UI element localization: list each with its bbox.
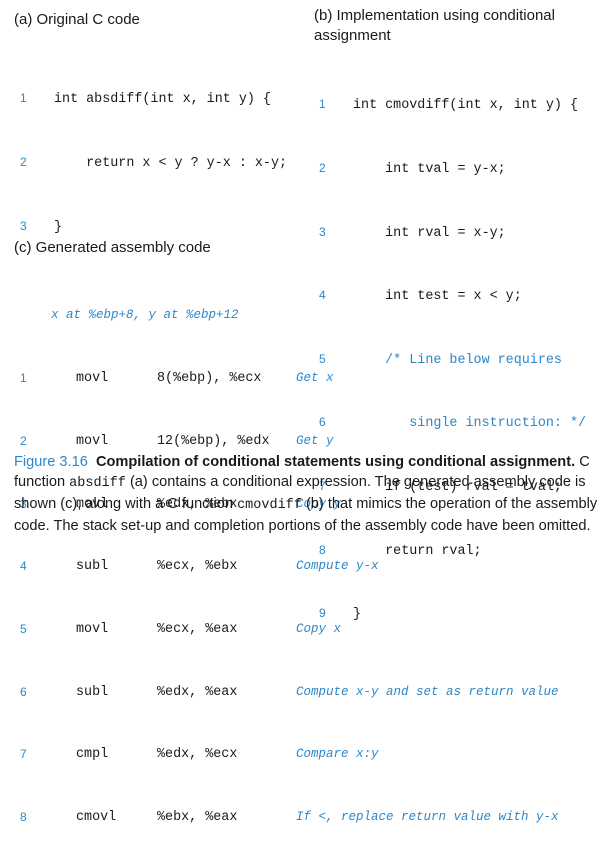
code-line: 1 int absdiff(int x, int y) { [20, 88, 287, 109]
code-line: 9} [319, 603, 586, 624]
asm-op: movl [76, 433, 109, 449]
caption-text: (b) that mimics the operation of the ass… [14, 496, 598, 534]
panel-b-title-line1: (b) Implementation using conditional [314, 7, 555, 24]
panel-c-title: (c) Generated assembly code [14, 239, 211, 256]
asm-note: Copy y [296, 496, 342, 511]
caption-code-absdiff: absdiff [69, 476, 126, 491]
asm-args: %edx, %eax [157, 684, 238, 700]
asm-op: subl [76, 684, 109, 700]
asm-line: 6 subl %edx, %eax Compute x-y and set as re… [20, 682, 559, 702]
line-number: 7 [319, 478, 326, 493]
code-line: 3} [20, 216, 287, 237]
line-number: 6 [319, 415, 326, 430]
code-text: int rval = x-y; [353, 225, 506, 241]
asm-args: %edx, %ecx [157, 747, 238, 763]
line-number: 3 [20, 218, 27, 233]
line-number: 5 [20, 621, 27, 636]
panel-b-title: (b) Implementation using conditional ass… [314, 6, 555, 46]
asm-op: movl [76, 371, 109, 387]
line-number: 1 [319, 97, 326, 112]
caption-text: (a) contains a conditional expression. T… [14, 474, 586, 512]
code-text: int tval = y-x; [353, 162, 506, 177]
line-number: 3 [20, 496, 27, 511]
line-number: 8 [20, 810, 27, 825]
asm-args: %ecx, %eax [157, 621, 238, 637]
asm-op: movl [76, 621, 109, 637]
line-number: 2 [20, 433, 27, 448]
asm-line: 5 movl %ecx, %eax Copy x [20, 619, 341, 639]
panel-a-code: 1 int absdiff(int x, int y) { 2 return x … [20, 46, 287, 258]
caption-code-cmovdiff: cmovdiff [237, 498, 302, 513]
code-line: 7 if (test) rval = tval; [319, 476, 586, 497]
code-text: } [353, 607, 362, 623]
line-number: 2 [319, 161, 326, 175]
line-number: 3 [319, 224, 326, 239]
asm-args: 12(%ebp), %edx [157, 433, 270, 449]
code-text: return x < y ? y-x : x-y; [54, 156, 288, 171]
line-number: 6 [20, 684, 27, 699]
line-number: 4 [20, 559, 27, 574]
asm-args: %edx, %ebx [157, 496, 238, 512]
code-line: 6 single instruction: */ [319, 412, 586, 433]
line-number: 2 [20, 155, 27, 169]
asm-op: subl [76, 559, 109, 575]
asm-note: Compute x-y and set as return value [296, 684, 559, 699]
asm-op: cmpl [76, 747, 109, 763]
asm-note: Compute y-x [296, 559, 379, 574]
line-number: 7 [20, 747, 27, 762]
asm-op: movl [76, 496, 109, 512]
caption-text: C function [14, 454, 590, 490]
code-line: 2 return x < y ? y-x : x-y; [20, 152, 287, 173]
code-text: if (test) rval = tval; [353, 479, 562, 495]
asm-line: 7 cmpl %edx, %ecx Compare x:y [20, 744, 379, 764]
figure-caption: Figure 3.16 Compilation of conditional s… [14, 452, 598, 536]
code-line: 5 /* Line below requires [319, 349, 586, 370]
asm-args: 8(%ebp), %ecx [157, 371, 262, 387]
line-number: 4 [319, 288, 326, 303]
code-line: 4 int test = x < y; [319, 285, 586, 306]
line-number: 5 [319, 351, 326, 366]
asm-note: Get x [296, 371, 334, 386]
asm-line: 1 movl 8(%ebp), %ecx Get x [20, 368, 334, 388]
figure-label: Figure 3.16 [14, 454, 88, 470]
asm-line: 8 cmovl %ebx, %eax If <, replace return val… [20, 807, 559, 827]
code-text: int absdiff(int x, int y) { [54, 92, 271, 108]
code-line: 3 int rval = x-y; [319, 222, 586, 243]
asm-header-row: x at %ebp+8, y at %ebp+12 [20, 305, 239, 325]
code-text: int test = x < y; [353, 289, 522, 305]
figure-title: Compilation of conditional statements us… [95, 454, 576, 470]
asm-args: %ecx, %ebx [157, 559, 238, 575]
panel-a-title: (a) Original C code [14, 11, 140, 28]
asm-note: Copy x [296, 621, 342, 636]
asm-line: 2 movl 12(%ebp), %edx Get y [20, 431, 334, 451]
code-line: 2 int tval = y-x; [319, 158, 586, 179]
asm-line: 3 movl %edx, %ebx Copy y [20, 494, 341, 514]
code-text: } [54, 219, 63, 235]
asm-op: cmovl [76, 810, 117, 826]
line-number: 1 [20, 91, 27, 106]
line-number: 1 [20, 371, 27, 386]
asm-line: 4 subl %ecx, %ebx Compute y-x [20, 556, 379, 576]
panel-c-code: x at %ebp+8, y at %ebp+12 1 movl 8(%ebp), … [20, 263, 559, 849]
code-comment: /* Line below requires [353, 352, 562, 368]
asm-note: Get y [296, 433, 334, 448]
code-comment: single instruction: */ [353, 416, 587, 432]
panel-b-title-line2: assignment [314, 27, 391, 44]
asm-note: If <, replace return value with y-x [296, 810, 559, 825]
asm-args: %ebx, %eax [157, 810, 238, 826]
code-line: 1 int cmovdiff(int x, int y) { [319, 94, 586, 115]
asm-header-comment: x at %ebp+8, y at %ebp+12 [51, 308, 239, 323]
code-text: int cmovdiff(int x, int y) { [353, 98, 578, 114]
asm-note: Compare x:y [296, 747, 379, 762]
